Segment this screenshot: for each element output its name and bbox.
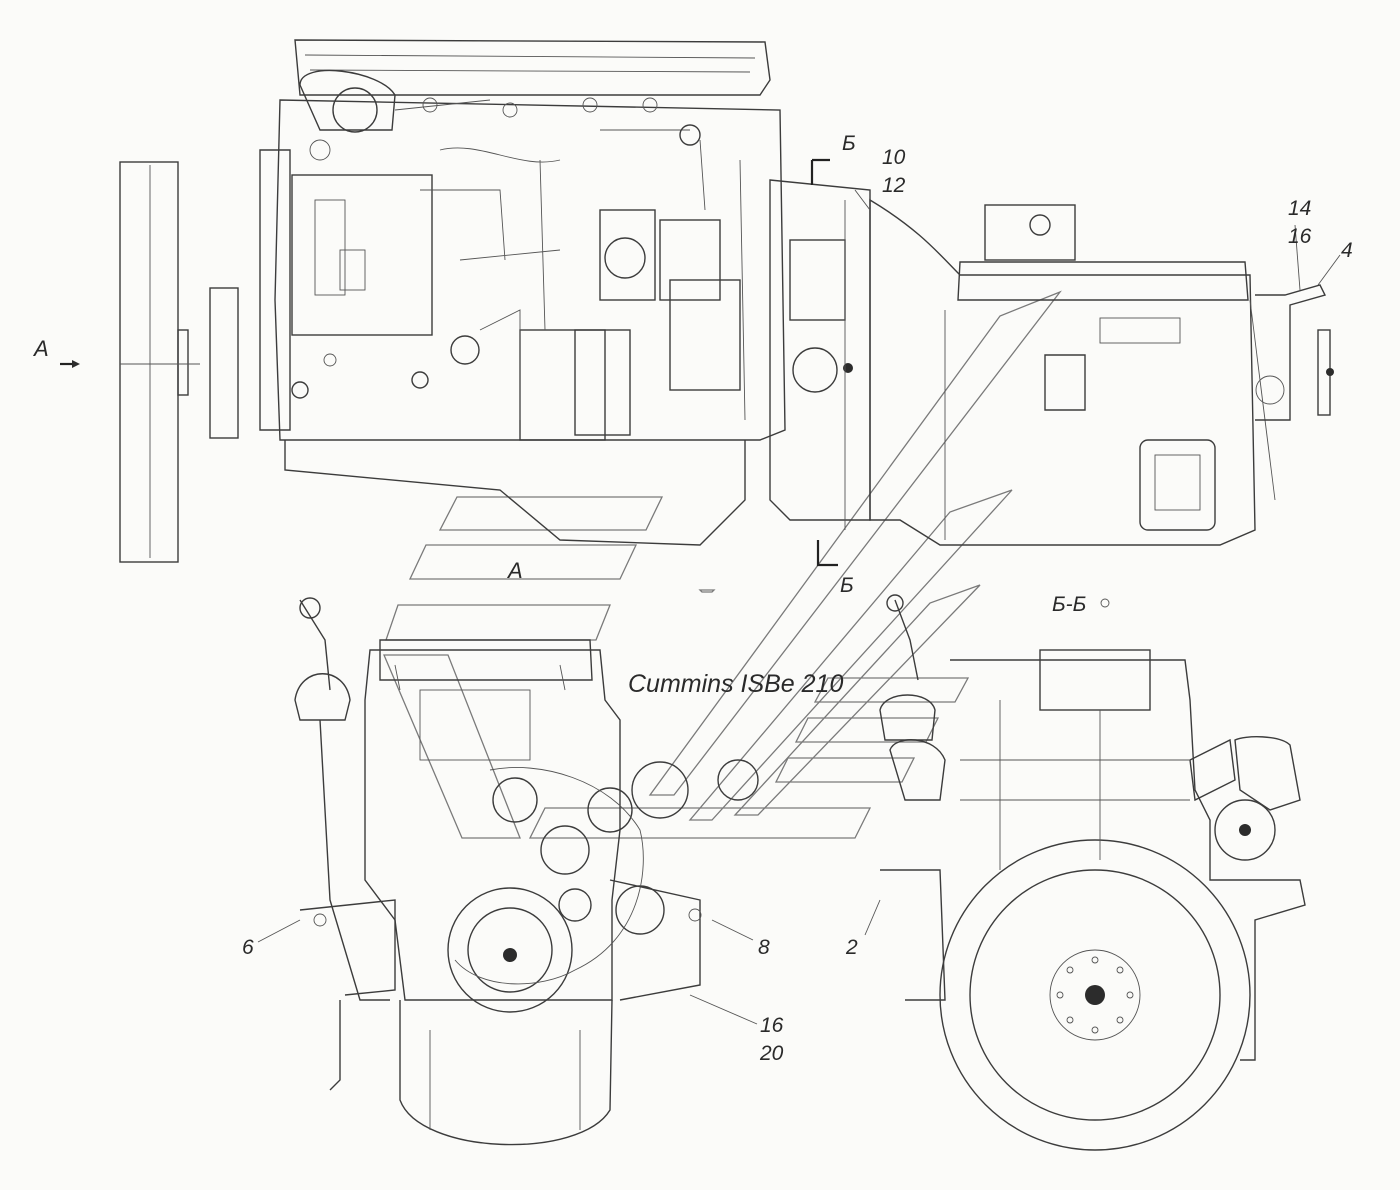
air-filter-housing <box>294 673 351 721</box>
ecu-module <box>291 174 433 336</box>
section-mark-bottom <box>816 540 838 567</box>
rear-valve-cover <box>1039 649 1151 711</box>
gear-shift-tower <box>984 204 1076 261</box>
left-engine-mount <box>299 899 396 996</box>
front-oil-pan <box>399 999 613 1146</box>
callout-8: 8 <box>758 936 770 959</box>
view-a-arrow-label: А <box>34 336 49 361</box>
fan-hub <box>177 329 189 396</box>
water-pump-pulley <box>631 761 689 819</box>
engine-model-label: Cummins ISBe 210 <box>628 670 844 698</box>
engine-front-view <box>294 597 759 1146</box>
section-marks <box>60 158 1341 567</box>
alternator-pulley <box>615 885 665 935</box>
front-view-leaders <box>257 899 881 1025</box>
callout-16-bottom: 16 <box>760 1014 784 1037</box>
tensioner-pulley <box>587 787 633 833</box>
flywheel <box>939 839 1251 1151</box>
fuel-filter <box>669 279 741 391</box>
output-flange <box>1255 284 1327 421</box>
front-valve-cover <box>379 639 593 681</box>
engine-side-view <box>119 39 871 563</box>
flywheel-housing <box>769 179 871 521</box>
oil-filter <box>519 329 606 441</box>
engine-block <box>274 99 786 441</box>
callout-4: 4 <box>1341 239 1353 262</box>
watermark-logo <box>383 290 1062 839</box>
front-block-outline <box>364 649 621 1001</box>
callout-20: 20 <box>760 1042 784 1065</box>
callout-14: 14 <box>1288 197 1312 220</box>
callout-12: 12 <box>882 174 906 197</box>
callout-6: 6 <box>242 936 254 959</box>
callout-10: 10 <box>882 146 906 169</box>
valve-cover <box>294 39 771 96</box>
fuel-pump <box>604 237 646 279</box>
rear-left-mount <box>880 869 946 1001</box>
section-view-label: Б-Б <box>1052 593 1087 616</box>
callout-2: 2 <box>846 936 858 959</box>
damper-outline <box>209 287 239 439</box>
gearbox-side-view <box>869 198 1334 546</box>
view-a-label: А <box>508 558 523 583</box>
pto-cover <box>1139 439 1216 531</box>
breather-pipe <box>299 599 331 691</box>
crankshaft-damper <box>447 887 573 1013</box>
gearbox-housing <box>869 198 1256 546</box>
rear-breather-pipe <box>894 599 919 681</box>
callout-16-top: 16 <box>1288 225 1312 248</box>
section-b-bottom-label: Б <box>840 574 854 597</box>
rear-air-pipe <box>1234 736 1301 811</box>
engine-rear-section-view <box>879 594 1306 1151</box>
right-engine-mount <box>609 879 701 1001</box>
rear-block-outline <box>950 659 1306 1061</box>
sensor-top <box>679 124 701 146</box>
section-mark-top <box>810 158 830 185</box>
oil-pan <box>284 440 746 546</box>
fan-blade-outline <box>119 161 179 563</box>
intake-elbow <box>299 69 396 131</box>
section-b-top-label: Б <box>842 132 856 155</box>
idler-pulley <box>717 759 759 801</box>
